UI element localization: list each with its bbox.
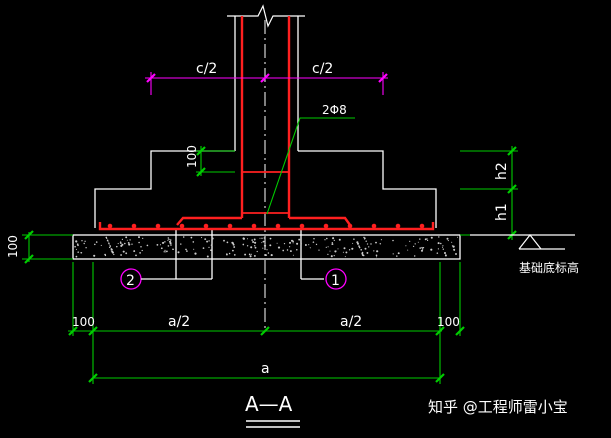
rebar-dot — [275, 223, 281, 229]
break-line-symbol — [227, 4, 305, 28]
rebar-dot — [131, 223, 137, 229]
marker-2-label: 2 — [126, 273, 135, 289]
dimension-tick — [68, 326, 78, 336]
dimension-tick — [24, 254, 34, 264]
dimension-tick — [455, 326, 465, 336]
rebar-dot — [251, 223, 257, 229]
dimension-tick — [435, 326, 445, 336]
bottom-mat-rebar — [98, 222, 435, 231]
rebar-dot — [395, 223, 401, 229]
label-base-elevation: 基础底标高 — [519, 260, 579, 275]
label-dim-100-left: 100 — [72, 315, 95, 329]
dimension-tick — [507, 184, 517, 194]
label-h1: h1 — [494, 203, 510, 221]
label-dim-a: a — [261, 361, 270, 377]
rebar-dot — [203, 223, 209, 229]
label-dim-a2-right: a/2 — [340, 314, 362, 330]
dimension-ticks — [24, 146, 517, 383]
label-c-right: c/2 — [312, 61, 333, 77]
dimension-tick — [196, 146, 206, 156]
foundation-outline — [72, 16, 461, 280]
dimension-tick — [88, 326, 98, 336]
label-pad-100: 100 — [6, 235, 20, 258]
c-dimension-ticks — [146, 73, 388, 83]
dimension-tick — [435, 373, 445, 383]
label-dim-100-right: 100 — [437, 315, 460, 329]
label-h2: h2 — [494, 162, 510, 180]
cushion-hatch — [74, 236, 459, 258]
rebar-dot — [107, 223, 113, 229]
section-title: A—A — [245, 392, 293, 416]
dowel-right — [289, 216, 351, 226]
label-rebar-spec: 2Φ8 — [322, 103, 347, 117]
marker-1-group: 1 — [325, 268, 347, 290]
rebar-dot — [155, 223, 161, 229]
rebar-dots — [107, 223, 425, 229]
dimension-tick — [260, 326, 270, 336]
rebar-dot — [371, 223, 377, 229]
rebar-dot — [227, 223, 233, 229]
rebar-dot — [347, 223, 353, 229]
dowel-left — [176, 216, 242, 226]
rebar-group — [98, 16, 435, 231]
dimension-tick — [24, 230, 34, 240]
marker-1-label: 1 — [331, 273, 340, 289]
watermark: 知乎 @工程师雷小宝 — [428, 398, 568, 416]
dimension-lines — [22, 117, 518, 384]
rebar-dot — [179, 223, 185, 229]
dimension-tick — [88, 373, 98, 383]
marker-1-circle — [325, 268, 347, 290]
marker-2-group: 2 — [120, 268, 176, 290]
label-step-100: 100 — [185, 145, 199, 168]
label-c-left: c/2 — [196, 61, 217, 77]
dimension-tick — [196, 167, 206, 177]
rebar-dot — [419, 223, 425, 229]
label-dim-a2-left: a/2 — [168, 314, 190, 330]
rebar-dot — [299, 223, 305, 229]
rebar-dot — [323, 223, 329, 229]
elevation-symbol — [470, 234, 575, 250]
dimension-tick — [507, 146, 517, 156]
